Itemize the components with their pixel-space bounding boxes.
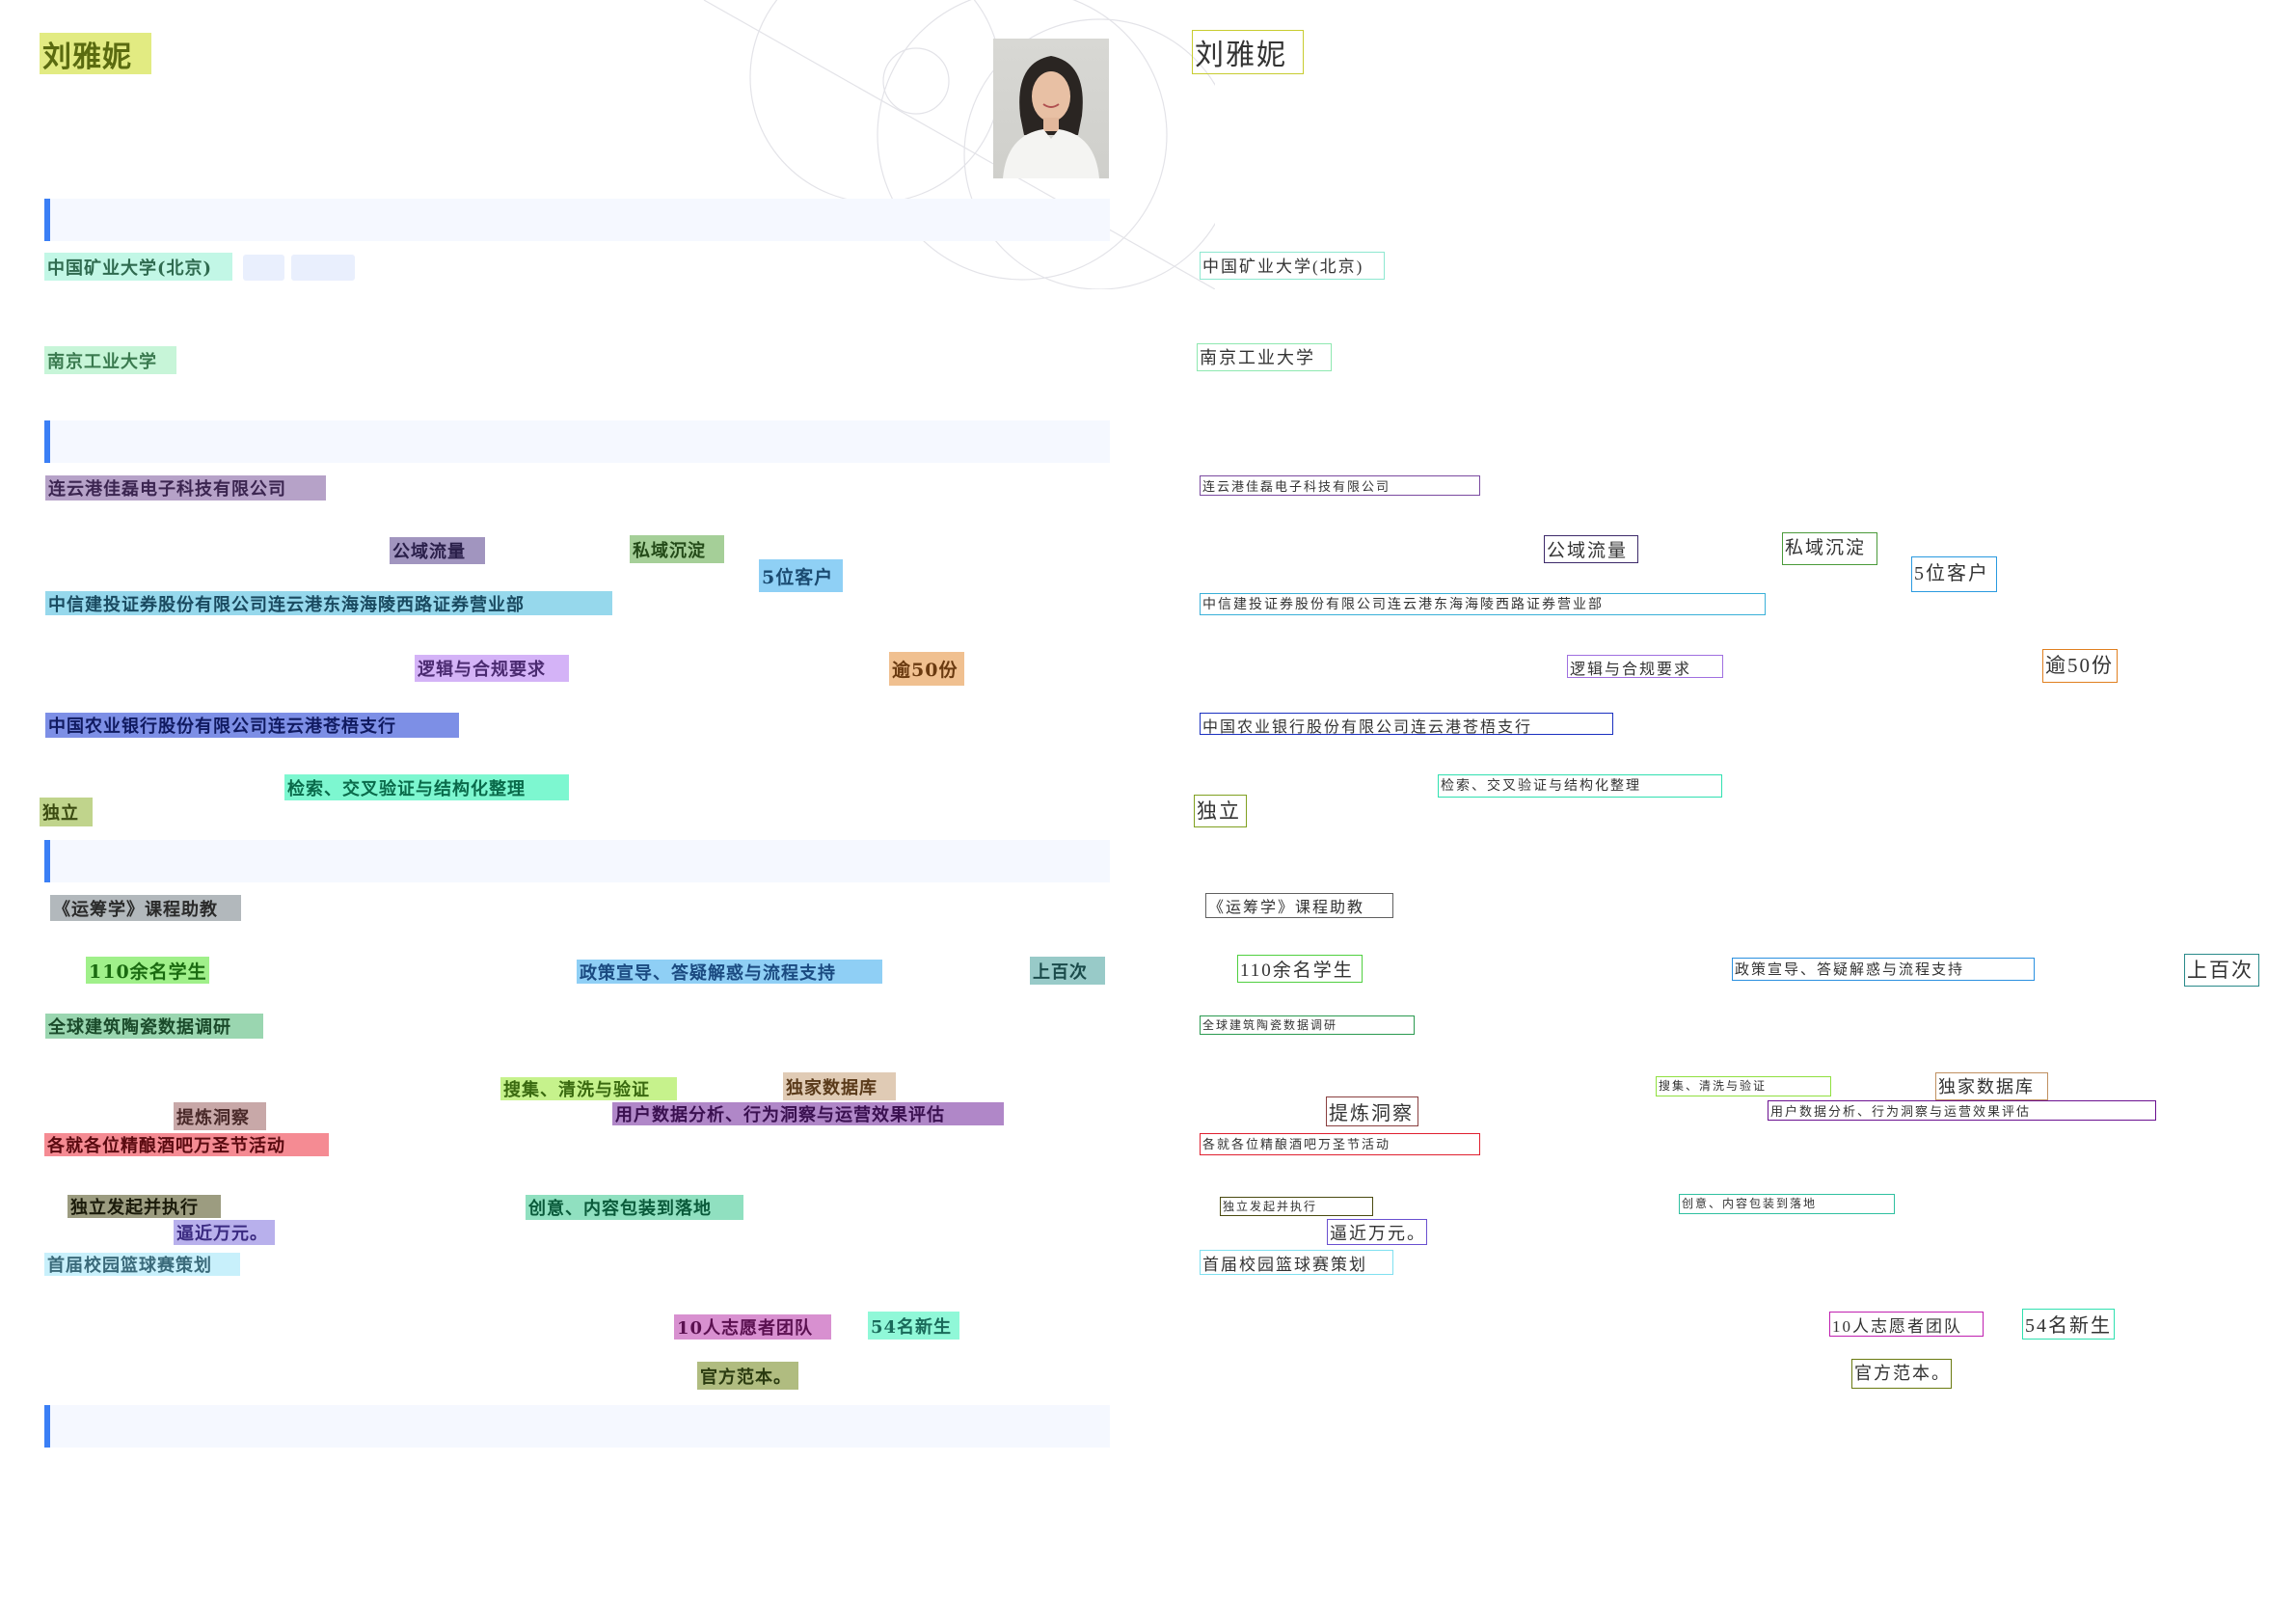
phrase-outline: 提炼洞察 [1326, 1096, 1418, 1126]
highlighted-phrase: 《运筹学》课程助教 [50, 895, 241, 921]
phrase-outline: 110余名学生 [1237, 955, 1363, 983]
phrase-outline: 中国农业银行股份有限公司连云港苍梧支行 [1200, 713, 1613, 735]
phrase-outline: 54名新生 [2022, 1309, 2115, 1340]
phrase-outline: 创意、内容包装到落地 [1679, 1194, 1895, 1214]
phrase-outline: 私域沉淀 [1782, 532, 1877, 565]
phrase-outline: 独立 [1194, 795, 1247, 827]
highlighted-phrase: 10人志愿者团队 [674, 1314, 831, 1340]
phrase-outline: 《运筹学》课程助教 [1205, 893, 1393, 918]
highlighted-phrase: 首届校园篮球赛策划 [44, 1253, 240, 1276]
phrase-outline: 中国矿业大学(北京) [1200, 252, 1385, 280]
phrase-outline: 上百次 [2184, 954, 2259, 987]
phrase-outline: 逻辑与合规要求 [1567, 655, 1723, 678]
phrase-outline: 中信建投证券股份有限公司连云港东海海陵西路证券营业部 [1200, 593, 1766, 615]
highlighted-phrase: 全球建筑陶瓷数据调研 [45, 1014, 263, 1039]
highlighted-phrase: 独立发起并执行 [68, 1195, 221, 1218]
profile-photo [993, 39, 1109, 178]
highlighted-phrase: 110余名学生 [86, 957, 209, 984]
highlighted-phrase: 中国矿业大学(北京) [44, 253, 232, 281]
highlighted-phrase: 逾50份 [889, 652, 964, 686]
highlighted-phrase: 公域流量 [390, 537, 485, 564]
highlighted-phrase: 各就各位精酿酒吧万圣节活动 [44, 1133, 329, 1156]
tag-placeholder [243, 255, 284, 281]
section-header-other [44, 1405, 1110, 1448]
highlighted-phrase: 独家数据库 [783, 1072, 896, 1100]
phrase-outline: 全球建筑陶瓷数据调研 [1200, 1015, 1415, 1035]
phrase-outline: 5位客户 [1911, 556, 1997, 592]
tag-placeholder [291, 255, 355, 281]
highlighted-phrase: 用户数据分析、行为洞察与运营效果评估 [612, 1102, 1004, 1125]
highlighted-phrase: 提炼洞察 [174, 1102, 266, 1130]
highlighted-phrase: 中国农业银行股份有限公司连云港苍梧支行 [45, 713, 459, 738]
highlighted-phrase: 逻辑与合规要求 [415, 655, 569, 682]
phrase-outline: 连云港佳磊电子科技有限公司 [1200, 475, 1480, 496]
person-portrait-icon [1003, 56, 1099, 178]
decorative-circles [703, 0, 1215, 289]
highlighted-phrase: 检索、交叉验证与结构化整理 [284, 774, 569, 800]
phrase-outline: 政策宣导、答疑解惑与流程支持 [1732, 958, 2035, 981]
highlighted-phrase: 南京工业大学 [44, 346, 176, 374]
highlighted-phrase: 创意、内容包装到落地 [526, 1195, 743, 1220]
highlighted-phrase: 官方范本。 [697, 1362, 798, 1390]
highlighted-phrase: 搜集、清洗与验证 [500, 1077, 677, 1100]
phrase-outline: 独家数据库 [1935, 1072, 2048, 1100]
phrase-outline: 首届校园篮球赛策划 [1200, 1250, 1393, 1275]
section-header-education [44, 199, 1110, 241]
phrase-outline: 南京工业大学 [1197, 343, 1332, 371]
highlighted-phrase: 私域沉淀 [630, 535, 724, 563]
phrase-outline: 逼近万元。 [1327, 1219, 1427, 1245]
candidate-name-outline: 刘雅妮 [1192, 30, 1304, 74]
phrase-outline: 独立发起并执行 [1220, 1197, 1373, 1216]
highlighted-phrase: 5位客户 [759, 559, 843, 592]
highlighted-phrase: 连云港佳磊电子科技有限公司 [45, 475, 326, 501]
highlighted-phrase: 政策宣导、答疑解惑与流程支持 [577, 960, 882, 984]
phrase-outline: 逾50份 [2042, 649, 2118, 683]
highlighted-phrase: 上百次 [1030, 957, 1105, 985]
phrase-outline: 各就各位精酿酒吧万圣节活动 [1200, 1133, 1480, 1155]
phrase-outline: 官方范本。 [1851, 1359, 1952, 1389]
section-header-experience [44, 420, 1110, 463]
phrase-outline: 公域流量 [1544, 535, 1638, 563]
highlighted-phrase: 54名新生 [868, 1312, 959, 1340]
highlighted-phrase: 逼近万元。 [174, 1220, 275, 1245]
highlighted-phrase: 独立 [40, 798, 93, 826]
phrase-outline: 用户数据分析、行为洞察与运营效果评估 [1768, 1100, 2156, 1121]
phrase-outline: 10人志愿者团队 [1829, 1312, 1984, 1337]
phrase-outline: 搜集、清洗与验证 [1656, 1076, 1831, 1096]
section-header-activities [44, 840, 1110, 882]
candidate-name: 刘雅妮 [40, 33, 151, 74]
highlighted-phrase: 中信建投证券股份有限公司连云港东海海陵西路证券营业部 [45, 591, 612, 615]
phrase-outline: 检索、交叉验证与结构化整理 [1438, 774, 1722, 798]
